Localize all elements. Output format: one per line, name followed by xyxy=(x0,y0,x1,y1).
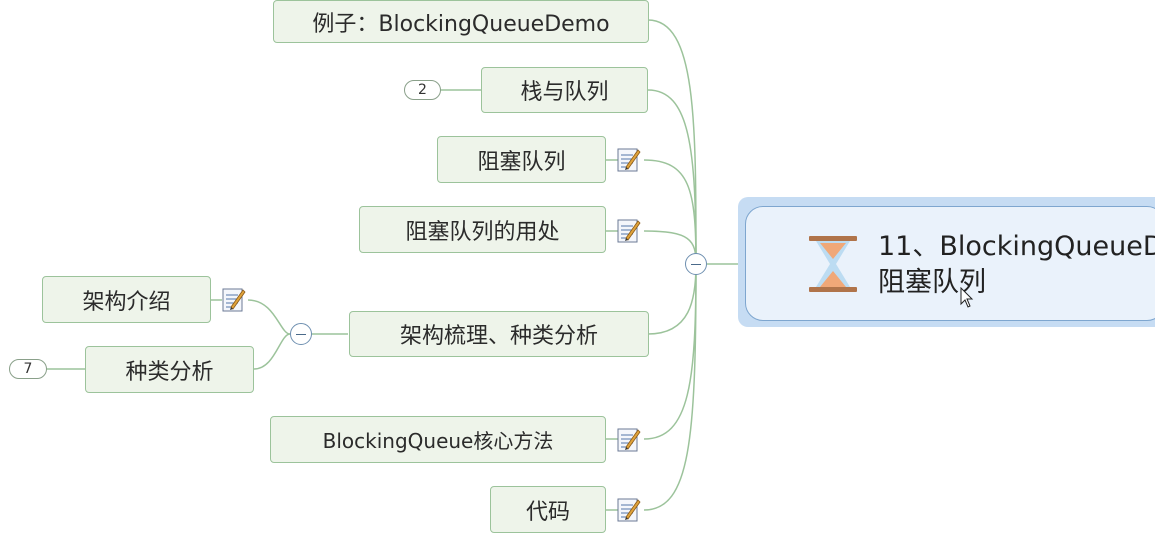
central-topic-line1: 11、BlockingQueueD xyxy=(878,231,1155,262)
topic-label: 栈与队列 xyxy=(520,80,609,105)
topic-blockingqueue-demo[interactable]: 例子：BlockingQueueDemo xyxy=(273,0,649,43)
note-icon[interactable] xyxy=(617,218,641,244)
count-value: 7 xyxy=(23,361,33,377)
collapse-toggle-subtopics[interactable] xyxy=(290,323,312,345)
topic-label: 例子：BlockingQueueDemo xyxy=(312,11,610,37)
topic-code[interactable]: 代码 xyxy=(490,486,606,533)
note-icon[interactable] xyxy=(617,147,641,173)
mouse-pointer-icon xyxy=(960,287,974,308)
count-value: 2 xyxy=(418,82,427,98)
topic-blocking-queue[interactable]: 阻塞队列 xyxy=(437,136,606,183)
topic-blockingqueue-core-methods[interactable]: BlockingQueue核心方法 xyxy=(270,416,606,463)
topic-stack-and-queue[interactable]: 栈与队列 xyxy=(481,67,648,113)
subtopic-architecture-intro[interactable]: 架构介绍 xyxy=(42,276,211,323)
collapse-toggle-main-branches[interactable] xyxy=(685,253,707,275)
hourglass-icon xyxy=(809,236,857,292)
topic-label: BlockingQueue核心方法 xyxy=(322,429,554,453)
topic-label: 阻塞队列的用处 xyxy=(405,219,560,245)
subtopic-count-badge[interactable]: 2 xyxy=(404,80,441,100)
central-topic-title: 11、BlockingQueueD 阻塞队列 xyxy=(878,229,1155,301)
note-icon[interactable] xyxy=(617,497,641,523)
subtopic-count-badge[interactable]: 7 xyxy=(9,359,47,379)
topic-label: 架构介绍 xyxy=(82,289,171,315)
central-topic[interactable]: 11、BlockingQueueD 阻塞队列 xyxy=(745,206,1155,321)
topic-label: 架构梳理、种类分析 xyxy=(399,324,598,349)
topic-label: 代码 xyxy=(525,499,570,525)
topic-architecture-and-types[interactable]: 架构梳理、种类分析 xyxy=(349,311,649,357)
subtopic-type-analysis[interactable]: 种类分析 xyxy=(85,346,254,393)
topic-label: 种类分析 xyxy=(125,359,214,385)
topic-blocking-queue-usage[interactable]: 阻塞队列的用处 xyxy=(359,206,606,253)
topic-label: 阻塞队列 xyxy=(477,149,566,175)
central-topic-line2: 阻塞队列 xyxy=(878,267,986,298)
note-icon[interactable] xyxy=(617,427,641,453)
note-icon[interactable] xyxy=(222,287,246,313)
